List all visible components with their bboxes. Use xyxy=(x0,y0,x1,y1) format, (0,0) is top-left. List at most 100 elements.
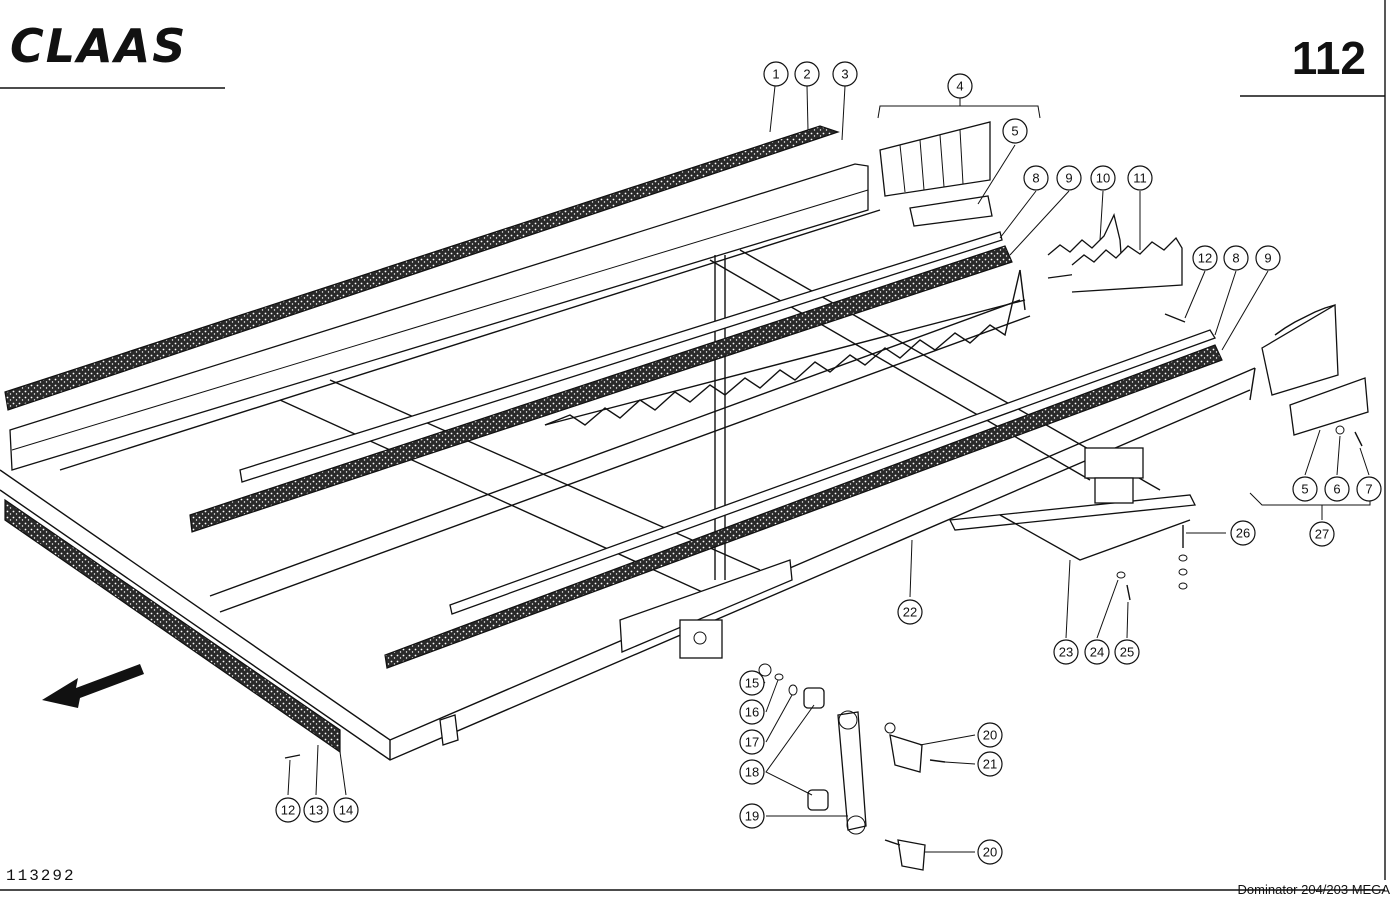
callout-circle xyxy=(1223,245,1249,271)
leader-9a xyxy=(1009,190,1070,256)
callout-circle xyxy=(303,797,329,823)
callout-circle xyxy=(832,61,858,87)
callout-label: 23 xyxy=(1059,645,1073,660)
mount-block xyxy=(1084,447,1144,479)
callout-circle xyxy=(977,722,1003,748)
leader-5a xyxy=(977,144,1016,205)
leader-21 xyxy=(944,761,976,765)
callout-circle xyxy=(739,670,765,696)
callout-c20a: 20 xyxy=(977,722,1003,748)
leader-6 xyxy=(1336,435,1341,476)
bolt-20a xyxy=(884,722,896,734)
callout-circle xyxy=(739,699,765,725)
callout-c17: 17 xyxy=(739,729,765,755)
serrated-plate-base xyxy=(544,299,1026,426)
bushing-18a xyxy=(803,687,825,709)
callout-label: 22 xyxy=(903,605,917,620)
leader-25 xyxy=(1126,601,1129,639)
screw-7 xyxy=(1354,431,1363,447)
screw-12b xyxy=(284,754,301,759)
callout-circle xyxy=(1255,245,1281,271)
callout-circle xyxy=(1292,476,1318,502)
callout-c8a: 8 xyxy=(1023,165,1049,191)
callout-label: 18 xyxy=(745,765,759,780)
plate-5a xyxy=(909,195,993,227)
callout-label: 13 xyxy=(309,803,323,818)
bolt-25 xyxy=(1126,584,1131,601)
callout-c5a: 5 xyxy=(1002,118,1028,144)
callout-circle xyxy=(1053,639,1079,665)
callout-circle xyxy=(739,803,765,829)
callout-label: 3 xyxy=(841,67,848,82)
detail-top-panel xyxy=(877,105,1041,227)
callout-label: 20 xyxy=(983,728,997,743)
frame-leg xyxy=(439,714,459,746)
callout-c26: 26 xyxy=(1230,520,1256,546)
callout-circle xyxy=(1230,520,1256,546)
angle-rail-3 xyxy=(9,163,869,471)
corrugation-line xyxy=(939,134,945,188)
callout-circle xyxy=(897,599,923,625)
leader-23 xyxy=(1065,559,1071,639)
leader-2 xyxy=(806,85,809,131)
diagonal-2 xyxy=(709,259,1091,481)
grit-rail-top xyxy=(4,125,840,411)
callout-label: 7 xyxy=(1365,482,1372,497)
leader-10 xyxy=(1099,190,1104,241)
callout-c27: 27 xyxy=(1309,521,1335,547)
callout-circle xyxy=(275,797,301,823)
bracket-22 xyxy=(619,559,793,653)
brand-logo-text: CLAAS xyxy=(10,19,187,73)
callout-c22: 22 xyxy=(897,599,923,625)
frame-front-edge xyxy=(0,367,1256,741)
callout-label: 14 xyxy=(339,803,353,818)
bolt-20b xyxy=(884,839,901,846)
callout-c15: 15 xyxy=(739,670,765,696)
link-19-top-eye xyxy=(838,710,858,730)
corrugated-panel-4 xyxy=(879,121,991,197)
detail-hanger-link xyxy=(758,663,946,871)
callout-circle xyxy=(333,797,359,823)
callout-circle xyxy=(1309,521,1335,547)
callout-label: 6 xyxy=(1333,482,1340,497)
callout-c9a: 9 xyxy=(1056,165,1082,191)
brand-logo: CLAAS xyxy=(10,19,187,73)
sieve-frame-drawing xyxy=(0,125,1256,761)
callout-label: 19 xyxy=(745,809,759,824)
corrugation-line xyxy=(959,129,964,185)
leader-22 xyxy=(909,539,913,598)
callout-label: 15 xyxy=(745,676,759,691)
inner-strip-8b xyxy=(449,329,1216,615)
callout-label: 16 xyxy=(745,705,759,720)
leader-13 xyxy=(315,744,319,796)
callout-label: 24 xyxy=(1090,645,1104,660)
callout-c12a: 12 xyxy=(1192,245,1218,271)
callout-circle xyxy=(977,839,1003,865)
callout-c19: 19 xyxy=(739,803,765,829)
corrugation-line xyxy=(899,144,906,193)
model-label: Dominator 204/203 MEGA xyxy=(1238,882,1391,897)
callout-label: 8 xyxy=(1232,251,1239,266)
nut-26b xyxy=(1178,582,1188,590)
callout-label: 25 xyxy=(1120,645,1134,660)
detail-fasteners xyxy=(284,313,1188,759)
serrated-plate-11 xyxy=(1071,236,1183,293)
nut-26 xyxy=(1178,568,1188,576)
leader-12a xyxy=(1184,270,1206,319)
callout-label: 10 xyxy=(1096,171,1110,186)
leader-20a xyxy=(919,734,976,746)
callout-circle xyxy=(1356,476,1382,502)
callout-c21: 21 xyxy=(977,751,1003,777)
mount-block-lower xyxy=(1094,477,1134,504)
washer-26 xyxy=(1178,554,1188,562)
callout-circle xyxy=(947,73,973,99)
bracket-23 xyxy=(948,494,1197,531)
callout-c16: 16 xyxy=(739,699,765,725)
callout-c9b: 9 xyxy=(1255,245,1281,271)
callout-label: 12 xyxy=(1198,251,1212,266)
callout-label: 20 xyxy=(983,845,997,860)
callout-c12b: 12 xyxy=(275,797,301,823)
callout-circle xyxy=(1023,165,1049,191)
washer-6 xyxy=(1335,425,1345,435)
page-number: 112 xyxy=(1292,32,1366,84)
